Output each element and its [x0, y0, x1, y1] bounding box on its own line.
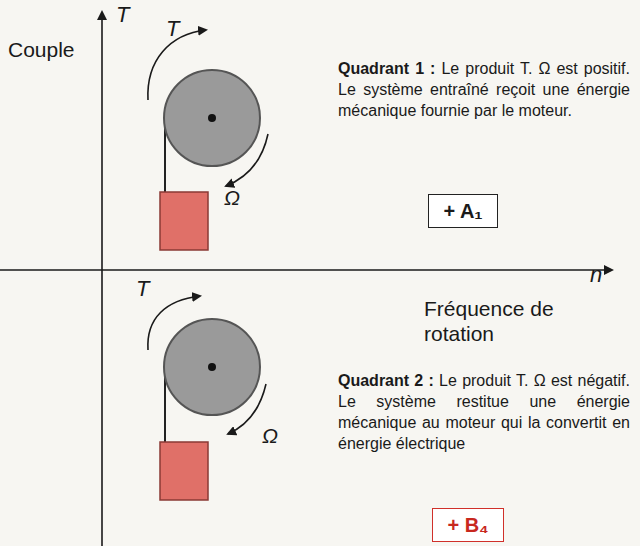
- axis-name: Couple: [8, 38, 75, 62]
- quadrant-tag: + A₁: [428, 194, 498, 228]
- quadrant-note: Quadrant 2 : Le produit T. Ω est négatif…: [338, 370, 630, 454]
- axis-symbol: n: [590, 262, 602, 288]
- tag-text: + A₁: [443, 200, 482, 223]
- torque-axis: [101, 12, 103, 546]
- quadrant-note: Quadrant 1 : Le produit T. Ω est positif…: [338, 58, 630, 121]
- axis-symbol: T: [116, 2, 129, 28]
- quadrant-tag: + B₄: [432, 508, 504, 542]
- pulley-top: [148, 30, 268, 250]
- torque-symbol: T: [166, 16, 179, 42]
- note-heading: Quadrant 2 :: [338, 372, 434, 389]
- pulley-bottom: [148, 296, 266, 500]
- speed-symbol: Ω: [224, 186, 240, 210]
- note-heading: Quadrant 1 :: [338, 60, 435, 77]
- speed-axis: [0, 269, 612, 271]
- speed-symbol: Ω: [262, 424, 278, 448]
- torque-symbol: T: [136, 276, 149, 302]
- axis-name: Fréquence de rotation: [424, 296, 574, 346]
- tag-text: + B₄: [447, 514, 488, 537]
